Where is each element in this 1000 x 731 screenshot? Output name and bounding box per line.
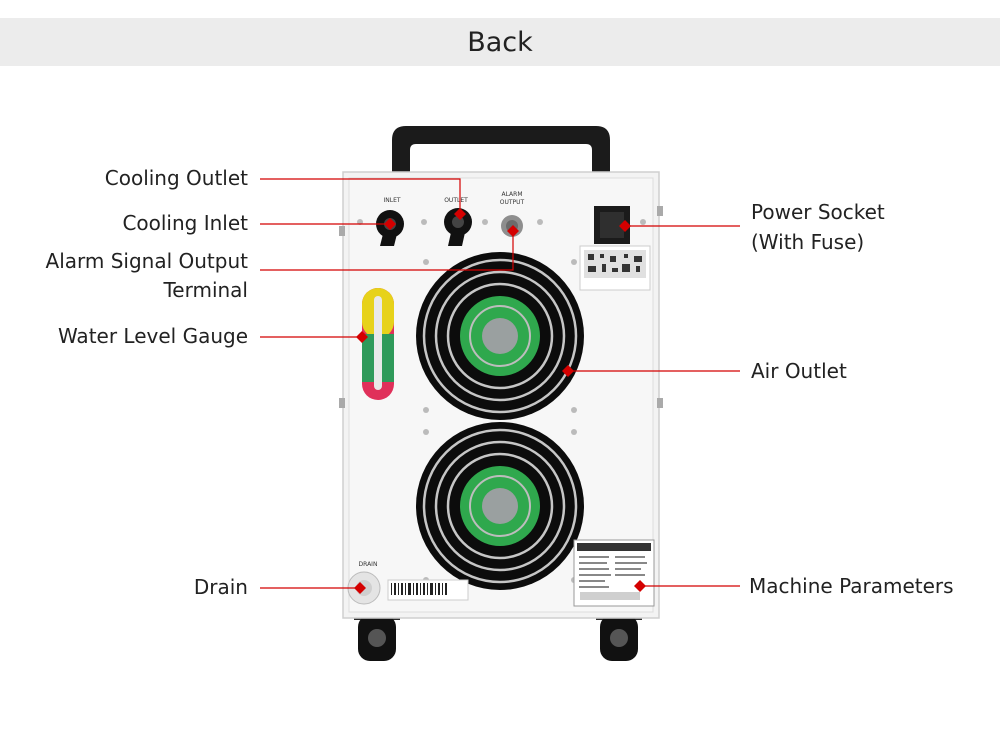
upper-fan <box>416 252 584 420</box>
drain-marker <box>354 582 366 594</box>
handle <box>392 126 610 178</box>
alarm-panel-label-1: ALARM <box>501 191 522 198</box>
parameter-plate <box>573 539 655 607</box>
alarm-pointer <box>260 231 514 271</box>
power-socket-marker <box>619 220 631 232</box>
header-bar: Back <box>0 18 1000 66</box>
alarm-marker <box>507 225 519 237</box>
inlet-panel-label: INLET <box>383 197 400 204</box>
page-title: Back <box>467 26 533 58</box>
cooling-inlet-marker <box>384 218 396 230</box>
cooling-outlet-pointer <box>260 178 461 214</box>
callout-machine-params: Machine Parameters <box>749 574 954 598</box>
outlet-panel-label: OUTLET <box>444 197 468 204</box>
power-socket <box>594 206 630 244</box>
callout-drain: Drain <box>193 575 248 599</box>
qr-sticker <box>579 245 651 291</box>
pointer-lines <box>260 178 740 589</box>
callout-air-outlet: Air Outlet <box>751 359 847 383</box>
water-level-gauge <box>362 288 394 400</box>
drain-panel-label: DRAIN <box>359 561 378 568</box>
machine-params-marker <box>634 580 646 592</box>
alarm-panel-label-2: OUTPUT <box>500 199 525 206</box>
pointer-markers <box>354 208 646 594</box>
cooling-outlet-marker <box>454 208 466 220</box>
water-level-marker <box>356 331 368 343</box>
callout-power-line2: (With Fuse) <box>751 230 865 254</box>
callout-alarm-line1: Alarm Signal Output <box>45 249 248 273</box>
barcode-sticker <box>387 579 469 601</box>
lower-fan <box>416 422 584 590</box>
callout-water-level: Water Level Gauge <box>57 324 248 348</box>
callout-cooling-outlet: Cooling Outlet <box>104 166 248 190</box>
callout-cooling-inlet: Cooling Inlet <box>122 211 248 235</box>
callout-alarm-line2: Terminal <box>163 278 248 302</box>
callout-power-line1: Power Socket <box>751 200 885 224</box>
air-outlet-marker <box>562 365 574 377</box>
